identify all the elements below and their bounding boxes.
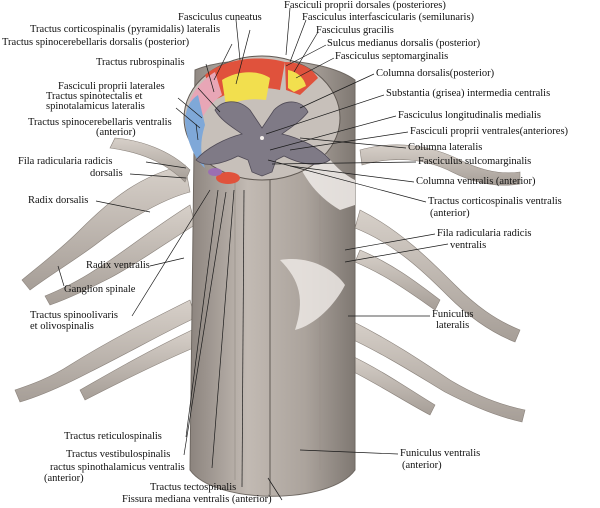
label-tractus-vestibulospinalis: Tractus vestibulospinalis [66, 449, 171, 460]
label-radix-ventralis: Radix ventralis [86, 260, 150, 271]
central-canal [260, 136, 264, 140]
leader-columna-ventralis [289, 165, 415, 183]
label-tractus-spinoolivaris-2: et olivospinalis [30, 321, 94, 332]
label-tractus-spinothalamicus-ventralis-1: ractus spinothalamicus ventralis [50, 462, 185, 473]
leader-fasciculus-sulcomarginalis [271, 161, 417, 165]
leader-sulcus-medianus-dorsalis [285, 44, 327, 67]
label-fasciculus-cuneatus: Fasciculus cuneatus [178, 12, 262, 23]
cutaway-lower [280, 259, 345, 330]
label-tractus-spinocerebellaris-dorsalis: Tractus spinocerebellaris dorsalis (post… [2, 37, 190, 48]
label-sulcus-medianus-dorsalis: Sulcus medianus dorsalis (posterior) [327, 38, 481, 49]
label-funiculus-lateralis-1: Funiculus [432, 309, 474, 320]
label-fissura-mediana-ventralis: Fissura mediana ventralis (anterior) [122, 494, 272, 505]
leader-tractus-rubrospinalis [205, 63, 215, 93]
leader-tractus-reticulospinalis [185, 189, 219, 438]
label-fasciculus-sulcomarginalis: Fasciculus sulcomarginalis [418, 156, 532, 167]
leader-fila-ventralis-2 [344, 243, 449, 263]
cross-section [183, 55, 341, 184]
label-fila-ventralis-1: Fila radicularia radicis [437, 228, 532, 239]
leader-ganglion-spinale [57, 265, 65, 287]
label-ganglion-spinale: Ganglion spinale [64, 284, 136, 295]
label-tractus-spinothalamicus-ventralis-2: (anterior) [44, 473, 84, 484]
label-fasciculus-septomarginalis: Fasciculus septomarginalis [335, 51, 449, 62]
label-tractus-spinocerebellaris-ventralis-2: (anterior) [96, 127, 136, 138]
leader-fasciculi-proprii-ventrales [289, 131, 409, 151]
label-tractus-corticospinalis-ventralis-1: Tractus corticospinalis ventralis [428, 196, 562, 207]
label-fila-ventralis-2: ventralis [450, 240, 487, 251]
label-funiculus-ventralis-2: (anterior) [402, 460, 442, 471]
leader-fasciculi-proprii-laterales [197, 87, 221, 113]
label-fila-dorsalis-1: Fila radicularia radicis [18, 156, 113, 167]
leader-columna-dorsalis [299, 73, 375, 109]
label-tractus-corticospinalis-ventralis-2: (anterior) [430, 208, 470, 219]
leader-fasciculus-longitudinalis [269, 115, 397, 151]
leader-fila-dorsalis-2 [129, 173, 187, 179]
label-tractus-reticulospinalis: Tractus reticulospinalis [64, 431, 162, 442]
leader-funiculus-ventralis-1 [299, 449, 399, 455]
left-nerve-roots [14, 137, 199, 403]
leader-tractus-spinotectalis-1 [177, 97, 203, 119]
leader-columna-lateralis [299, 137, 407, 149]
label-tractus-rubrospinalis: Tractus rubrospinalis [96, 57, 185, 68]
tract-right-yellow [288, 70, 306, 92]
label-substantia-intermedia: Substantia (grisea) intermedia centralis [386, 88, 551, 99]
leader-tractus-corticospinalis-ventralis-1 [267, 159, 427, 203]
label-fasciculi-proprii-dorsales: Fasciculi proprii dorsales (posteriores) [284, 0, 446, 11]
label-tractus-spinoolivaris-1: Tractus spinoolivaris [30, 310, 118, 321]
label-funiculus-ventralis-1: Funiculus ventralis [400, 448, 481, 459]
tract-yellow-region [222, 72, 270, 106]
leader-fasciculus-septomarginalis [295, 57, 335, 79]
label-tractus-spinocerebellaris-ventralis-1: Tractus spinocerebellaris ventralis [28, 117, 172, 128]
leader-tractus-corticospinalis-lateralis [235, 29, 251, 85]
leader-tractus-spinothalamicus-ventralis-1 [211, 189, 235, 469]
leader-fasciculus-gracilis [293, 31, 319, 73]
label-fasciculus-gracilis: Fasciculus gracilis [316, 25, 394, 36]
label-tractus-spinotectalis-1: Tractus spinotectalis et [46, 91, 143, 102]
leader-tractus-spinocerebellaris-dorsalis [213, 43, 233, 81]
leader-fissura-mediana-ventralis [267, 477, 283, 501]
label-columna-ventralis: Columna ventralis (anterior) [416, 176, 536, 187]
leader-fasciculus-interfascicularis [289, 19, 307, 63]
leader-tractus-spinocerebellaris-ventralis-1 [195, 123, 199, 141]
label-funiculus-lateralis-2: lateralis [436, 320, 470, 331]
leader-tractus-tectospinalis [241, 189, 245, 488]
tract-ventral-purple [208, 168, 222, 176]
leader-tractus-vestibulospinalis [183, 191, 227, 456]
label-tractus-spinotectalis-2: spinotalamicus lateralis [46, 101, 145, 112]
tract-ventral-red [216, 172, 240, 184]
leader-radix-ventralis [149, 257, 185, 267]
leader-fila-dorsalis-1 [145, 161, 187, 169]
leader-tractus-spinoolivaris-1 [131, 189, 211, 317]
label-radix-dorsalis: Radix dorsalis [28, 195, 89, 206]
label-fasciculus-interfascicularis: Fasciculus interfascicularis (semilunari… [302, 12, 475, 23]
right-nerve-roots [344, 144, 526, 423]
label-columna-dorsalis: Columna dorsalis(posterior) [376, 68, 495, 79]
leader-fasciculi-proprii-dorsales [285, 7, 291, 56]
leader-substantia-intermedia [265, 94, 385, 135]
label-fasciculi-proprii-laterales: Fasciculi proprii laterales [58, 81, 165, 92]
label-fila-dorsalis-2: dorsalis [90, 168, 123, 179]
label-fasciculus-longitudinalis: Fasciculus longitudinalis medialis [398, 110, 541, 121]
label-columna-lateralis: Columna lateralis [408, 142, 483, 153]
leader-fila-ventralis-1 [344, 233, 436, 251]
label-tractus-tectospinalis: Tractus tectospinalis [150, 482, 237, 493]
tract-blue-region [185, 95, 205, 168]
label-fasciculi-proprii-ventrales: Fasciculi proprii ventrales(anteriores) [410, 126, 569, 137]
label-tractus-corticospinalis-lateralis: Tractus corticospinalis (pyramidalis) la… [30, 24, 221, 35]
leader-fasciculus-cuneatus [235, 19, 241, 61]
leader-radix-dorsalis [95, 200, 151, 213]
